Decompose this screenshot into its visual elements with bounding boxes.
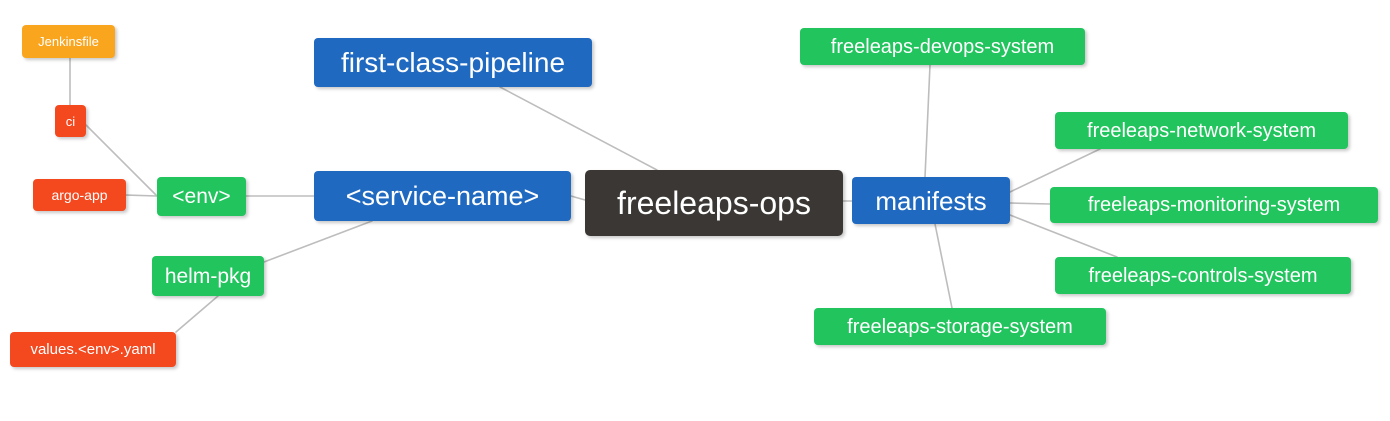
node-monitoring[interactable]: freeleaps-monitoring-system — [1050, 187, 1378, 223]
node-first-class[interactable]: first-class-pipeline — [314, 38, 592, 87]
edge-first-class-to-freeleaps-ops — [499, 86, 658, 171]
edge-values-yaml-to-helm-pkg — [175, 295, 219, 333]
edge-manifests-to-monitoring — [1009, 202, 1051, 205]
node-argo-app[interactable]: argo-app — [33, 179, 126, 211]
node-jenkinsfile[interactable]: Jenkinsfile — [22, 25, 115, 58]
node-env[interactable]: <env> — [157, 177, 246, 216]
node-service-name[interactable]: <service-name> — [314, 171, 571, 221]
node-helm-pkg[interactable]: helm-pkg — [152, 256, 264, 296]
node-controls[interactable]: freeleaps-controls-system — [1055, 257, 1351, 294]
edge-service-name-to-freeleaps-ops — [570, 195, 586, 201]
node-storage[interactable]: freeleaps-storage-system — [814, 308, 1106, 345]
node-devops[interactable]: freeleaps-devops-system — [800, 28, 1085, 65]
edge-manifests-to-devops — [924, 64, 931, 178]
edge-manifests-to-network — [1009, 148, 1101, 193]
node-freeleaps-ops[interactable]: freeleaps-ops — [585, 170, 843, 236]
edge-argo-app-to-env — [125, 194, 158, 197]
node-network[interactable]: freeleaps-network-system — [1055, 112, 1348, 149]
edge-helm-pkg-to-service-name — [263, 220, 373, 263]
edge-manifests-to-storage — [934, 223, 953, 309]
node-manifests[interactable]: manifests — [852, 177, 1010, 224]
node-ci[interactable]: ci — [55, 105, 86, 137]
node-values-yaml[interactable]: values.<env>.yaml — [10, 332, 176, 367]
